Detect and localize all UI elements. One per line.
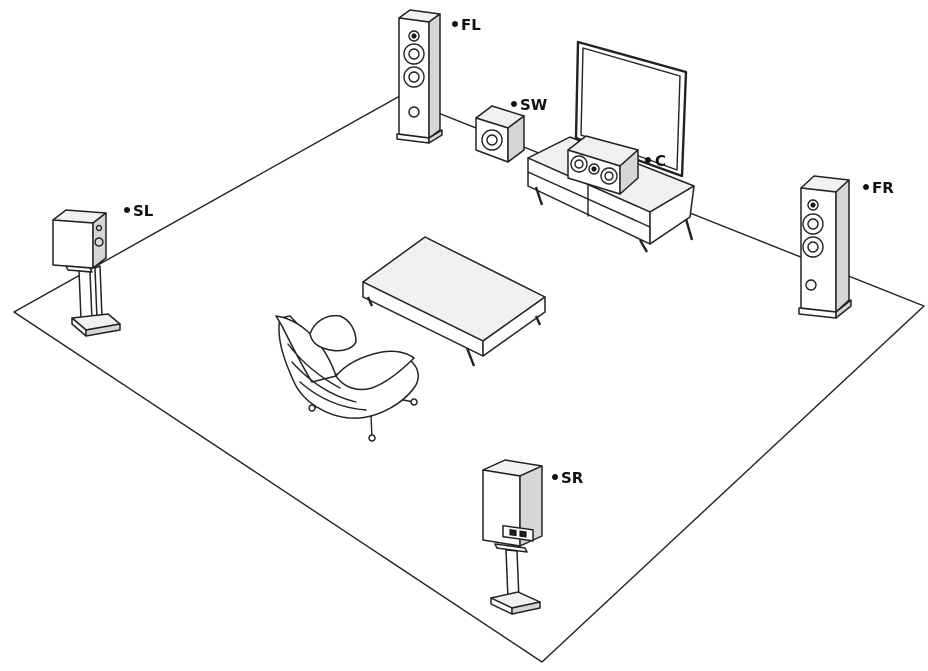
subwoofer xyxy=(475,105,525,163)
label-sw-text: SW xyxy=(520,96,548,114)
label-fr: FR xyxy=(863,179,894,197)
surround-left-speaker xyxy=(52,209,121,337)
label-sw: SW xyxy=(511,96,548,114)
center-speaker xyxy=(567,135,639,195)
label-fl-text: FL xyxy=(461,16,481,34)
dot-icon xyxy=(552,474,558,480)
label-sl: SL xyxy=(124,202,154,220)
label-sr-text: SR xyxy=(561,469,584,487)
dot-icon xyxy=(124,207,130,213)
label-sl-text: SL xyxy=(133,202,154,220)
front-left-speaker xyxy=(396,9,443,144)
label-c-text: C xyxy=(655,152,666,170)
front-right-speaker xyxy=(798,175,852,319)
label-sr: SR xyxy=(552,469,584,487)
surround-right-speaker xyxy=(482,459,543,615)
coffee-table xyxy=(362,236,546,367)
label-fl: FL xyxy=(452,16,481,34)
label-fr-text: FR xyxy=(872,179,894,197)
dot-icon xyxy=(511,101,517,107)
dot-icon xyxy=(863,184,869,190)
room-floor xyxy=(13,96,925,663)
label-c: C xyxy=(645,152,666,170)
lounge-chair xyxy=(275,314,419,442)
dot-icon xyxy=(452,21,458,27)
dot-icon xyxy=(645,157,651,163)
